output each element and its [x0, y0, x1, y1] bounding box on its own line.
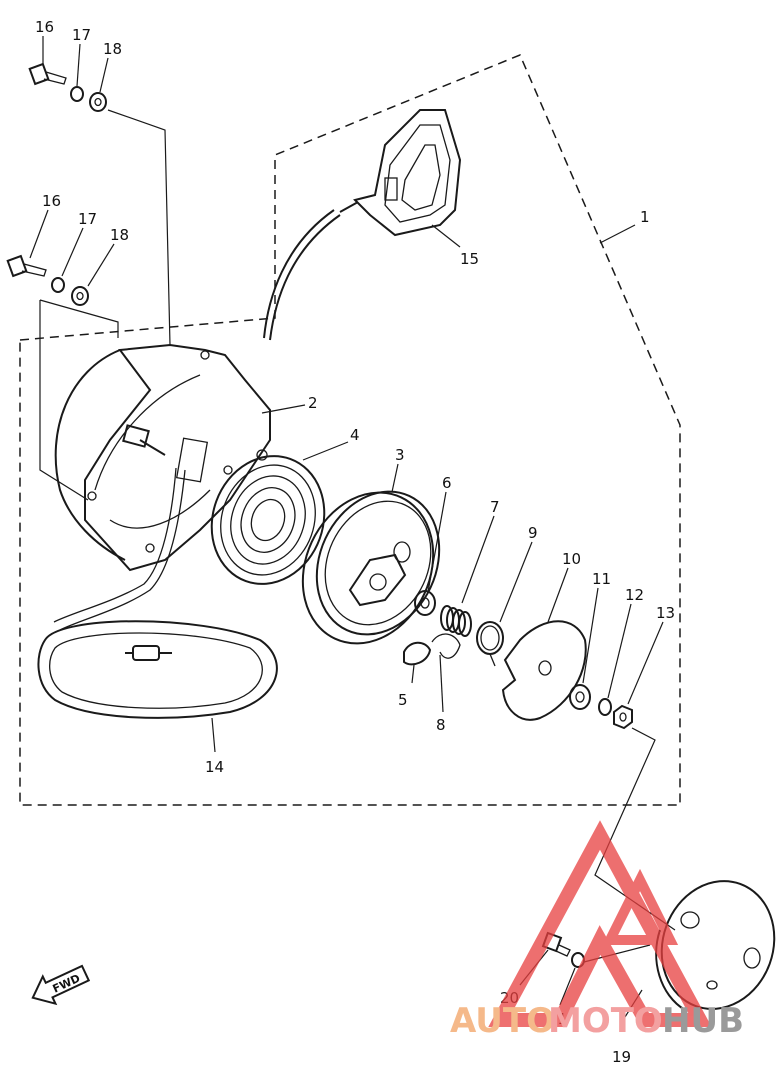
friction-spring: [476, 621, 504, 667]
label-14: 14: [205, 758, 224, 776]
watermark-hub: HUB: [662, 1001, 744, 1041]
starter-rope: [53, 209, 341, 631]
starter-handle: [339, 109, 462, 237]
part-number-labels: 16 17 18 16 17 18 1 15 2 4 3 6 7 9 10 11…: [35, 18, 675, 1066]
label-8: 8: [436, 716, 446, 734]
label-18-top: 18: [103, 40, 122, 58]
label-16-middle: 16: [42, 192, 61, 210]
washer-11: [569, 684, 591, 710]
label-16-top: 16: [35, 18, 54, 36]
label-4: 4: [350, 426, 360, 444]
bolt-16-top: [28, 62, 67, 86]
label-10: 10: [562, 550, 581, 568]
washer-18-top: [89, 92, 107, 112]
label-11: 11: [592, 570, 611, 588]
lock-washer-17-middle: [51, 277, 65, 293]
label-18-middle: 18: [110, 226, 129, 244]
watermark-logo: AUTO MOTO HUB: [450, 820, 744, 1041]
watermark-moto: MOTO: [548, 1001, 663, 1041]
assembly-boundary: [19, 54, 681, 806]
coil-spring: [440, 605, 472, 637]
rope-loop: [37, 620, 278, 719]
washer-12: [598, 698, 612, 716]
bolt-set-middle: [6, 254, 119, 501]
label-9: 9: [528, 524, 538, 542]
label-19: 19: [612, 1048, 631, 1066]
label-15: 15: [460, 250, 479, 268]
washer-6: [414, 590, 436, 616]
fwd-label: FWD: [51, 972, 83, 996]
lock-washer-17-top: [70, 86, 84, 102]
label-17-middle: 17: [78, 210, 97, 228]
label-3: 3: [395, 446, 405, 464]
bolt-set-top: [28, 62, 171, 346]
label-12: 12: [625, 586, 644, 604]
label-17-top: 17: [72, 26, 91, 44]
label-1: 1: [640, 208, 650, 226]
label-13: 13: [656, 604, 675, 622]
label-6: 6: [442, 474, 452, 492]
washer-18-middle: [71, 286, 89, 306]
nut-13: [613, 704, 633, 730]
pawl: [403, 641, 432, 666]
watermark-triangle-icon: [488, 820, 712, 1027]
sheave-drum: [301, 490, 441, 645]
label-7: 7: [490, 498, 500, 516]
spiral-spring: [210, 449, 326, 585]
return-spring: [431, 633, 461, 659]
label-5: 5: [398, 691, 408, 709]
leader-lines: [29, 36, 664, 1026]
fwd-arrow: FWD: [31, 964, 91, 1006]
watermark-auto: AUTO: [450, 1001, 555, 1041]
label-2: 2: [308, 394, 318, 412]
starter-case: [54, 343, 271, 572]
bolt-16-middle: [6, 254, 47, 278]
